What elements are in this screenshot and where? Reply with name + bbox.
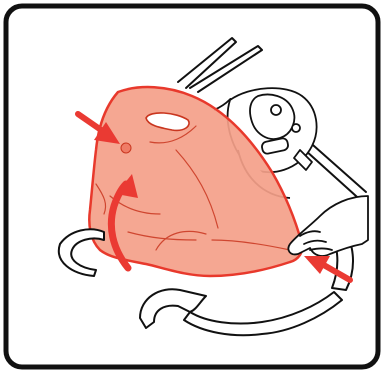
cover-button [121, 143, 131, 153]
